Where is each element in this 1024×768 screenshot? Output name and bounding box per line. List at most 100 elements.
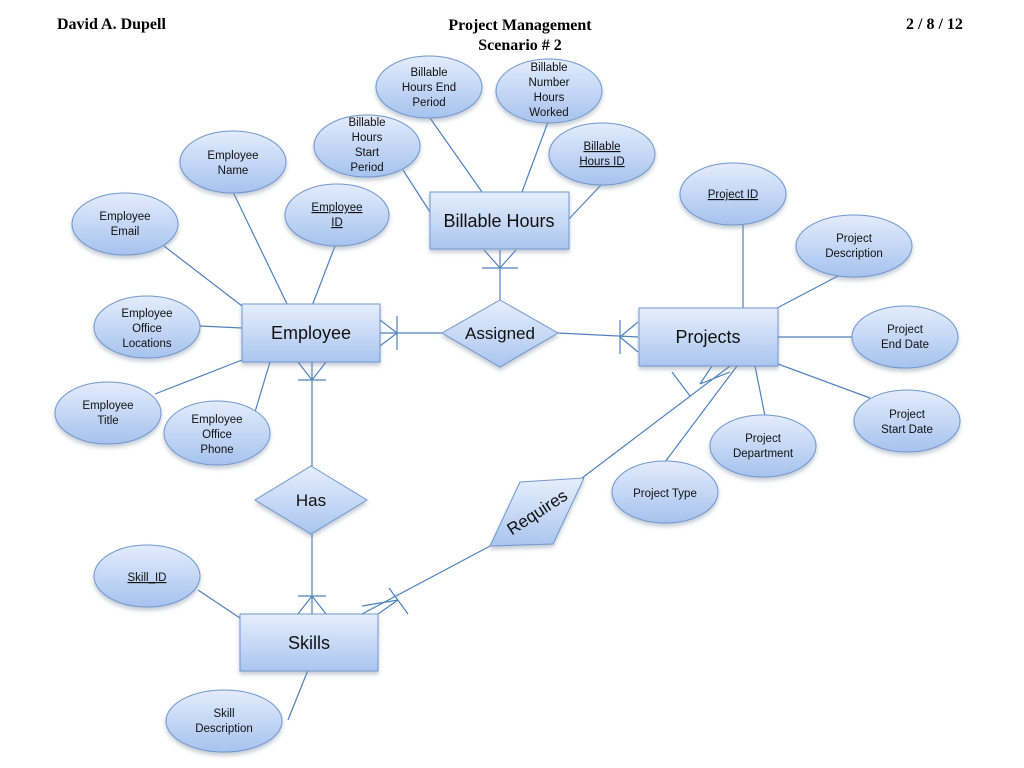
crowfoot-requires-bar — [388, 587, 409, 615]
attr-skill-description-l2: Description — [195, 723, 253, 735]
crowfoot-requires-a — [377, 599, 399, 615]
attr-billable-hours-start-period: Billable Hours Start Period — [313, 114, 421, 178]
attr-billable-hours-id-l2: Hours ID — [579, 156, 624, 168]
line-employee-email — [163, 245, 243, 307]
line-skill-id — [197, 589, 241, 619]
attr-project-start-date-l1: Project — [889, 409, 926, 421]
author-name: David A. Dupell — [57, 16, 166, 33]
attr-billable-hours-end-period-l2: Hours End — [402, 82, 456, 94]
attr-project-id-l1: Project ID — [708, 189, 759, 201]
attr-project-end-date: Project End Date — [851, 305, 959, 369]
attr-billable-hours-end-period-l3: Period — [412, 97, 445, 109]
attr-project-description-l2: Description — [825, 248, 883, 260]
entities: Employee Billable Hours Projects Skills — [239, 191, 779, 672]
line-project-start-date — [777, 363, 871, 399]
line-project-type — [664, 365, 738, 463]
attr-billable-number-hours-worked: Billable Number Hours Worked — [495, 58, 603, 124]
entity-billable-hours-label: Billable Hours — [443, 211, 554, 231]
attr-billable-hours-end-period-l1: Billable — [410, 67, 447, 79]
attr-billable-number-hours-worked-l4: Worked — [529, 107, 568, 119]
attr-employee-title-l1: Employee — [82, 400, 133, 412]
line-project-department — [754, 365, 766, 417]
attr-skill-id-l1: Skill_ID — [128, 572, 167, 584]
attr-employee-name: Employee Name — [179, 130, 287, 194]
attr-project-end-date-l1: Project — [887, 324, 924, 336]
entity-employee: Employee — [241, 303, 381, 363]
attr-employee-name-l1: Employee — [207, 150, 258, 162]
attr-employee-email-l1: Employee — [99, 211, 150, 223]
line-skills-requires — [361, 544, 493, 615]
document-title: Project Management Scenario # 2 — [420, 16, 620, 56]
connector-lines — [154, 117, 871, 721]
attr-employee-email-l2: Email — [111, 226, 140, 238]
line-skill-description — [287, 669, 309, 721]
attr-billable-hours-id-l1: Billable — [583, 141, 620, 153]
line-employee-id — [311, 245, 336, 307]
attr-employee-name-l2: Name — [218, 165, 249, 177]
attr-skill-description-l1: Skill — [213, 708, 234, 720]
attr-employee-office-locations-l1: Employee — [121, 308, 172, 320]
crowfoot-projects-req-b — [699, 371, 731, 385]
attr-project-start-date-l2: Start Date — [881, 424, 933, 436]
attribute-ovals: Employee Name Employee ID Employee Email… — [54, 55, 961, 753]
crowfoot-employee-b — [379, 332, 398, 347]
crowfoot-employee-has-b — [311, 361, 327, 381]
line-project-description — [776, 275, 839, 309]
line-assigned-projects — [557, 332, 639, 338]
crowfoot-projects-req-bar — [671, 371, 691, 397]
attr-project-end-date-l2: End Date — [881, 339, 929, 351]
entity-skills: Skills — [239, 613, 379, 672]
attr-employee-office-phone-l3: Phone — [200, 444, 233, 456]
attr-employee-id: Employee ID — [284, 183, 390, 247]
title-line-1: Project Management — [448, 17, 592, 34]
attr-employee-office-phone-l1: Employee — [191, 414, 242, 426]
attr-billable-hours-start-period-l2: Hours — [352, 132, 383, 144]
attr-employee-office-phone: Employee Office Phone — [163, 400, 271, 466]
entity-projects: Projects — [638, 307, 779, 367]
entity-projects-label: Projects — [675, 327, 740, 347]
relationships: Assigned Has Requires — [254, 299, 585, 547]
attr-billable-hours-start-period-l3: Start — [355, 147, 380, 159]
attr-billable-number-hours-worked-l1: Billable — [530, 62, 567, 74]
attr-billable-hours-start-period-l1: Billable — [348, 117, 385, 129]
relationship-assigned-label: Assigned — [465, 324, 535, 343]
line-billable-end — [429, 117, 483, 193]
line-employee-title — [154, 359, 243, 395]
attr-project-department-l1: Project — [745, 433, 782, 445]
crowfoot-billable-b — [499, 249, 517, 269]
line-employee-office-locations — [199, 325, 243, 329]
attr-project-id: Project ID — [679, 162, 787, 226]
line-billable-start — [402, 169, 431, 213]
crowfoot-requires-b — [361, 599, 399, 607]
attr-project-type: Project Type — [611, 460, 719, 524]
attr-employee-office-locations-l3: Locations — [122, 338, 171, 350]
attr-employee-office-phone-l2: Office — [202, 429, 232, 441]
relationship-has-label: Has — [296, 491, 326, 510]
attr-project-type-l1: Project Type — [633, 488, 697, 500]
attr-project-start-date: Project Start Date — [853, 389, 961, 453]
crowfoot-billable-a — [483, 249, 501, 269]
entity-employee-label: Employee — [271, 323, 351, 343]
line-requires-projects — [581, 365, 731, 479]
attr-billable-number-hours-worked-l3: Hours — [534, 92, 565, 104]
line-billable-id — [567, 184, 602, 221]
crowfoot-skills-a — [297, 595, 313, 615]
relationship-has: Has — [254, 465, 368, 535]
attr-billable-hours-end-period: Billable Hours End Period — [375, 55, 483, 119]
entity-skills-label: Skills — [288, 633, 330, 653]
crowfoot-skills-b — [311, 595, 327, 615]
attr-employee-office-locations: Employee Office Locations — [93, 295, 201, 359]
relationship-assigned: Assigned — [441, 299, 559, 368]
attr-project-department: Project Department — [709, 414, 817, 478]
relationship-requires: Requires — [489, 477, 585, 547]
attr-employee-id-l2: ID — [331, 217, 343, 229]
crowfoot-projects-b — [619, 336, 639, 353]
attr-employee-title: Employee Title — [54, 381, 162, 445]
title-line-2: Scenario # 2 — [478, 37, 562, 54]
attr-project-description: Project Description — [795, 214, 913, 278]
crowfoot-employee-has-a — [297, 361, 313, 381]
line-employee-office-phone — [254, 361, 271, 413]
line-employee-name — [232, 191, 289, 307]
attr-employee-id-l1: Employee — [311, 202, 362, 214]
